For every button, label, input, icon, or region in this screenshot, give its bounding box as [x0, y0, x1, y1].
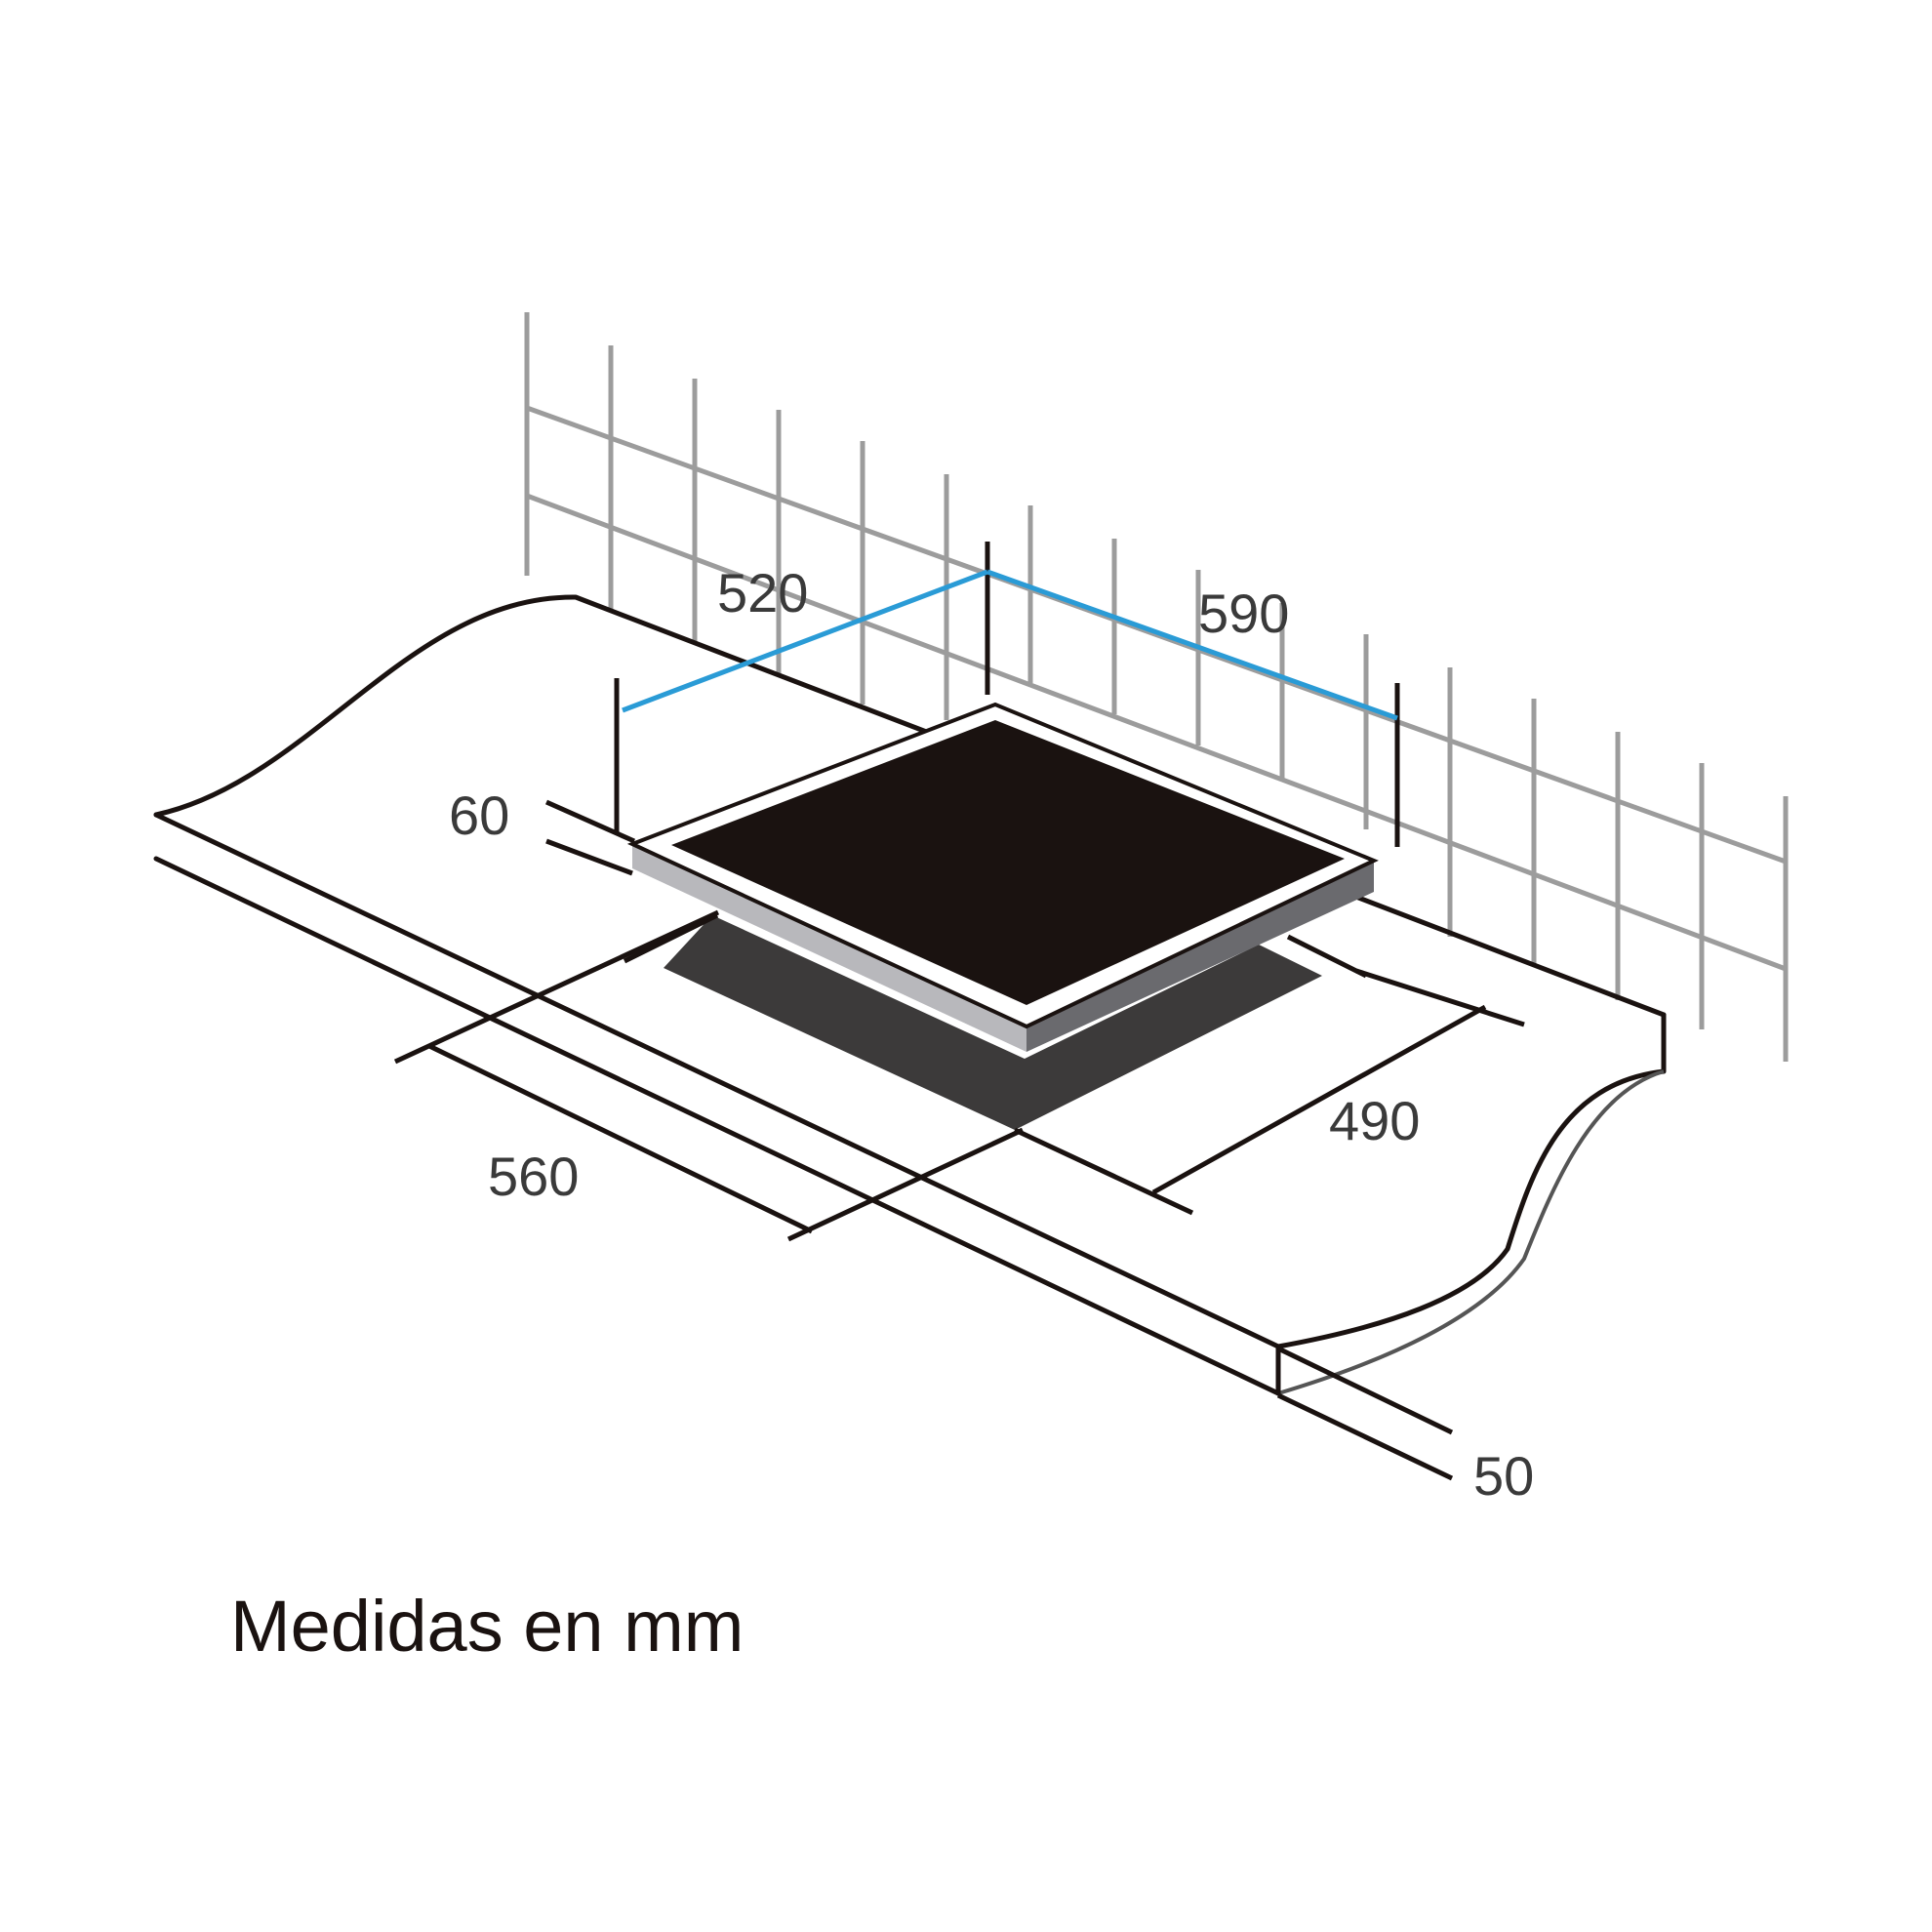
thickness-label: 50 [1473, 1445, 1534, 1507]
cutout-width-ext-right [786, 1127, 1025, 1242]
cutout-dark-area [664, 915, 1322, 1130]
cutout [623, 912, 1368, 1130]
cutout-depth-dimension [1013, 968, 1525, 1216]
countertop-front-bottom-edge [153, 856, 1281, 1396]
cutout-edge-left [623, 912, 719, 964]
depth-dimension-line [622, 569, 988, 713]
top-dimension-lines [614, 542, 1400, 847]
wall-tiles [524, 312, 1789, 1062]
height-dimension [544, 799, 636, 876]
cutout-depth-label: 490 [1329, 1090, 1420, 1151]
hob [626, 702, 1379, 1052]
hob-side-left [632, 844, 1026, 1052]
width-label: 590 [1198, 583, 1289, 644]
width-dimension-line [986, 569, 1398, 721]
units-caption: Medidas en mm [230, 1586, 744, 1667]
tile-horizontal-line [526, 405, 1787, 865]
countertop-top-outline [153, 594, 1667, 1018]
countertop-right-curve [1275, 1012, 1667, 1349]
tile-horizontal-line [526, 493, 1787, 972]
cutout-width-label: 560 [488, 1146, 579, 1207]
cutout-width-ext-left [393, 909, 720, 1065]
hob-side-right [1026, 861, 1374, 1052]
cutout-depth-ext-front [1013, 1127, 1194, 1216]
countertop-right-curve-lower [1277, 1069, 1665, 1395]
countertop [153, 594, 1667, 1396]
thickness-line-bottom [1276, 1392, 1454, 1481]
depth-label: 520 [717, 562, 808, 624]
thickness-dimension [1276, 1346, 1454, 1481]
cutout-width-dimension [393, 909, 1025, 1242]
cutout-depth-ext-back [1355, 968, 1525, 1027]
cutout-depth-dimension-line [1151, 1004, 1487, 1195]
height-label: 60 [449, 785, 509, 846]
height-line-bottom [545, 838, 633, 876]
cutout-edge-right [1286, 934, 1368, 979]
hob-glass-surface [671, 720, 1345, 1005]
cutout-width-dimension-line [427, 1043, 814, 1234]
height-line-top [544, 799, 636, 844]
thickness-line-top [1276, 1346, 1454, 1435]
countertop-front-top-edge [153, 812, 1281, 1349]
